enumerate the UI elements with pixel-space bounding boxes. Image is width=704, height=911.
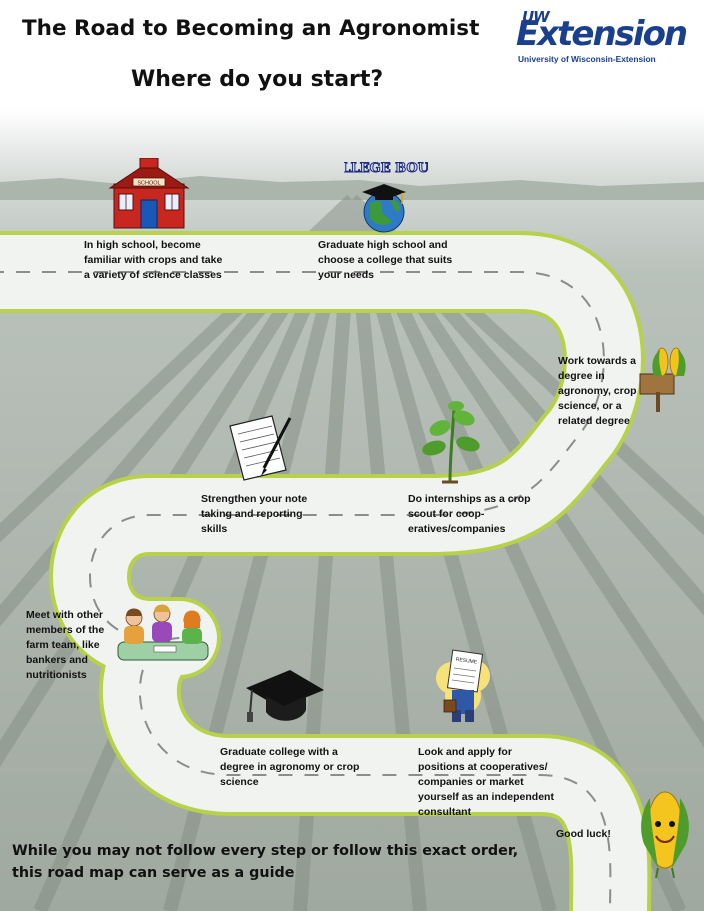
school-sign-text: SCHOOL [137,181,160,187]
page-title: The Road to Becoming an Agronomist [22,16,480,41]
good-luck-text: Good luck! [556,828,611,840]
logo-prefix: UW [522,8,550,26]
college-bound-text: COLLEGE BOUND [344,161,428,176]
resume-person-icon: RESUME [436,649,490,722]
page-subtitle: Where do you start? [131,67,384,92]
graduation-cap-icon [246,670,324,722]
step-high-school: In high school, become familiar with cro… [84,239,223,281]
resume-text: RESUME [455,657,478,666]
step-graduate-college: Graduate college with a degree in agrono… [220,746,360,788]
schoolhouse-icon: SCHOOL [108,158,190,229]
logo-tagline: University of Wisconsin-Extension [518,54,656,64]
happy-corn-icon [641,791,689,879]
notepad-pen-icon [229,415,292,481]
step-note-taking: Strengthen your note taking and reportin… [201,493,308,535]
step-internships: Do internships as a crop scout for coop-… [408,493,531,535]
step-apply-positions: Look and apply for positions at cooperat… [418,746,554,818]
winding-road [0,231,652,911]
step-work-towards-degree: Work towards a degree in agronomy, crop … [558,355,637,427]
logo-wordmark: Extension [516,14,688,54]
step-farm-team: Meet with other members of the farm team… [26,609,105,681]
corn-sign-icon [639,347,686,412]
footer-note: While you may not follow every step or f… [12,843,519,881]
step-graduate-high-school: Graduate high school and choose a colleg… [318,239,453,281]
uw-extension-logo: UW Extension University of Wisconsin-Ext… [514,8,694,68]
team-meeting-icon [117,604,209,661]
soybean-plant-icon [422,401,480,484]
college-bound-globe-icon: COLLEGE BOUND [344,161,428,233]
